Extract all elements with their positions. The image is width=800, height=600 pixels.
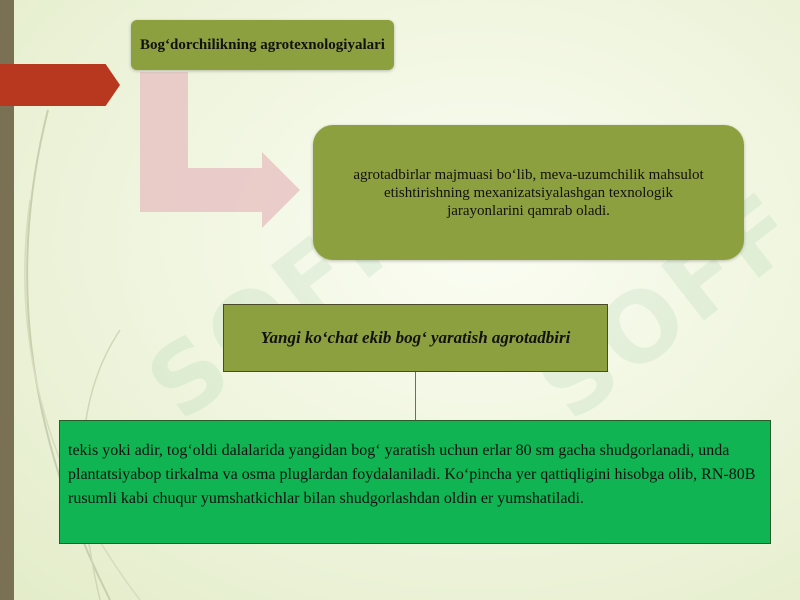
subtitle-box: Yangi ko‘chat ekib bog‘ yaratish agrotad… xyxy=(223,304,608,372)
connector-line xyxy=(415,372,416,420)
description-box: agrotadbirlar majmuasi bo‘lib, meva-uzum… xyxy=(313,125,744,260)
diagram-title: Bog‘dorchilikning agrotexnologiyalari xyxy=(131,20,394,70)
info-box: tekis yoki adir, tog‘oldi dalalarida yan… xyxy=(59,420,771,544)
left-decorative-bar xyxy=(0,0,14,600)
red-arrow-decoration xyxy=(0,64,120,106)
